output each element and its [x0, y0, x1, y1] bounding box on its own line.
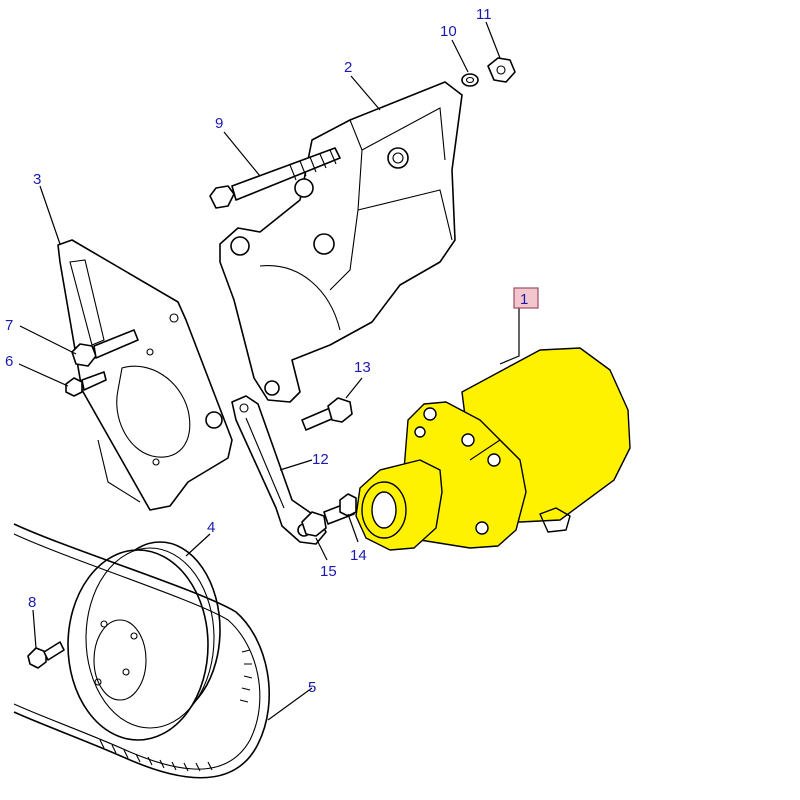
leader-lines — [18, 21, 520, 721]
callout-8[interactable]: 8 — [28, 594, 36, 611]
part-6-screw[interactable] — [65, 371, 107, 397]
part-5-belt[interactable] — [13, 523, 270, 779]
part-3-back-plate[interactable] — [57, 239, 233, 511]
callout-3[interactable]: 3 — [33, 171, 41, 188]
part-4-pulley[interactable] — [67, 541, 221, 741]
part-10-washer[interactable] — [461, 73, 479, 87]
part-15-bolt[interactable] — [301, 511, 327, 537]
callout-1-highlight-box — [513, 287, 539, 309]
part-11-nut[interactable] — [487, 57, 516, 83]
callout-13[interactable]: 13 — [354, 359, 371, 376]
callout-10[interactable]: 10 — [440, 23, 457, 40]
callout-2[interactable]: 2 — [344, 59, 352, 76]
callout-7[interactable]: 7 — [5, 317, 13, 334]
callout-4[interactable]: 4 — [207, 519, 215, 536]
callout-5[interactable]: 5 — [308, 679, 316, 696]
callout-11[interactable]: 11 — [476, 6, 492, 23]
callouts: 1 2 3 4 5 6 7 8 9 10 11 12 13 14 15 — [5, 6, 539, 696]
part-2-bracket[interactable] — [219, 81, 463, 403]
part-8-bolt[interactable] — [27, 641, 65, 669]
part-1-water-pump-highlighted[interactable] — [355, 347, 631, 551]
callout-15[interactable]: 15 — [320, 563, 337, 580]
callout-12[interactable]: 12 — [312, 451, 329, 468]
part-7-bolt[interactable] — [71, 329, 139, 367]
part-9-long-bolt[interactable] — [209, 147, 341, 209]
part-14-stud[interactable] — [323, 493, 357, 525]
part-13-bolt[interactable] — [301, 397, 353, 431]
callout-1[interactable]: 1 — [520, 291, 528, 308]
callout-6[interactable]: 6 — [5, 353, 13, 370]
callout-9[interactable]: 9 — [215, 115, 223, 132]
callout-14[interactable]: 14 — [350, 547, 367, 564]
